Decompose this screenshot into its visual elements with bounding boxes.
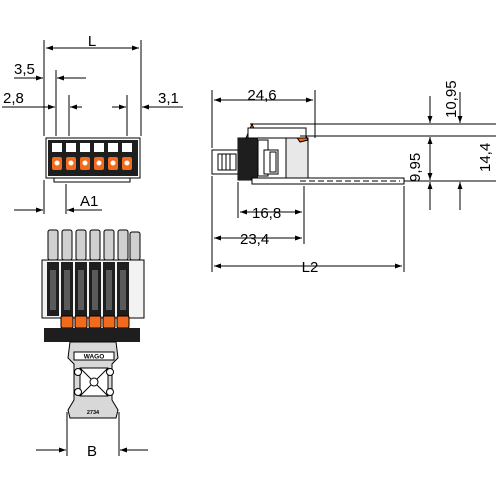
dim-3-5-label: 3,5 <box>14 61 35 78</box>
side-view: 24,6 10,95 14,4 9,95 16,8 23,4 L2 <box>211 80 496 276</box>
front-release-pushers <box>52 157 132 170</box>
dim-L2-label: L2 <box>302 259 319 276</box>
dim-24-6-label: 24,6 <box>247 87 276 104</box>
dim-3-1-label: 3,1 <box>158 90 179 107</box>
side-housing-dark <box>238 138 258 180</box>
strain-relief-cross-icon <box>74 367 114 397</box>
top-view-cavities <box>47 262 129 316</box>
dim-23-4-label: 23,4 <box>240 231 269 248</box>
front-slots-top <box>52 143 132 152</box>
wago-logo-badge <box>73 351 115 361</box>
dim-L-label: L <box>88 33 96 50</box>
top-view-release-pushers <box>60 315 130 329</box>
side-housing-right <box>285 137 309 181</box>
dim-A1-label: A1 <box>80 193 98 210</box>
top-view-base <box>44 328 140 342</box>
top-view: WAGO 2734 B <box>36 229 148 460</box>
dim-10-95-label: 10,95 <box>443 80 460 118</box>
dim-14-4-label: 14,4 <box>477 143 494 172</box>
part-number-marking: 2734 <box>87 410 100 416</box>
wago-logo-text: WAGO <box>84 354 105 361</box>
top-view-contacts <box>47 229 141 261</box>
dim-9-95-label: 9,95 <box>407 153 424 182</box>
dim-B-label: B <box>87 443 97 460</box>
front-view: L 3,5 2,8 3,1 A1 <box>2 33 183 214</box>
dim-2-8-label: 2,8 <box>3 90 24 107</box>
dim-16-8-label: 16,8 <box>252 205 281 222</box>
